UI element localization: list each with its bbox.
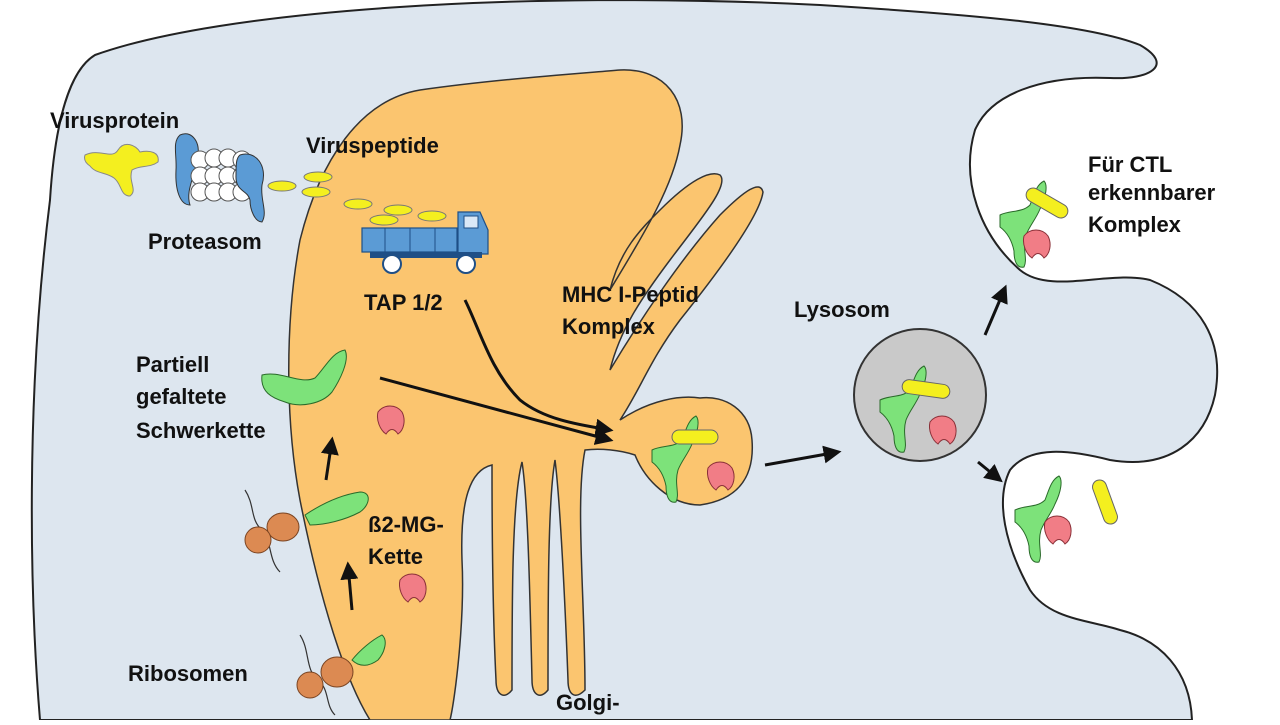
label-proteasom: Proteasom — [148, 229, 262, 254]
peptide-lysosome — [901, 379, 951, 399]
label-viruspeptide: Viruspeptide — [306, 133, 439, 158]
peptide-surface-top — [1025, 187, 1069, 219]
peptide-surface-bottom — [1092, 479, 1118, 525]
label-ribosomen: Ribosomen — [128, 661, 248, 686]
ribosome-large-1 — [266, 512, 300, 542]
peptide-vesicle — [671, 429, 719, 445]
b2mg-free-bottom — [398, 573, 427, 603]
b2mg-free-top — [376, 405, 405, 435]
label-ctl-3: Komplex — [1088, 212, 1181, 237]
label-lysosom: Lysosom — [794, 297, 890, 322]
ribosome-large-2 — [320, 656, 354, 688]
virus-peptides — [267, 171, 447, 226]
partial-heavy-chain — [261, 349, 347, 406]
label-golgi: Golgi- — [556, 690, 620, 715]
label-partiell-3: Schwerkette — [136, 418, 266, 443]
label-partiell-2: gefaltete — [136, 384, 227, 409]
label-mhc-2: Komplex — [562, 314, 655, 339]
label-b2mg-2: Kette — [368, 544, 424, 569]
ribosome-small-1 — [244, 526, 272, 554]
b2mg-surface-bottom — [1043, 515, 1072, 545]
label-virusprotein: Virusprotein — [50, 108, 180, 133]
heavy-chain-ribosome-mid — [304, 491, 369, 526]
label-mhc-1: MHC I-Peptid — [562, 282, 699, 307]
tap-truck-icon — [361, 211, 489, 274]
b2mg-lysosome — [928, 415, 957, 445]
flow-arrows — [320, 284, 1008, 611]
ribosome-small-2 — [296, 671, 324, 699]
label-ctl-1: Für CTL — [1088, 152, 1173, 177]
label-b2mg-1: ß2-MG- — [368, 512, 444, 537]
label-ctl-2: erkennbarer — [1088, 180, 1216, 205]
virus-protein — [84, 143, 159, 197]
b2mg-surface-top — [1022, 229, 1051, 259]
b2mg-vesicle — [706, 461, 735, 491]
proteasome — [174, 133, 265, 223]
heavy-chain-ribosome-bottom — [351, 634, 386, 666]
label-partiell-1: Partiell — [136, 352, 210, 377]
label-tap: TAP 1/2 — [364, 290, 443, 315]
